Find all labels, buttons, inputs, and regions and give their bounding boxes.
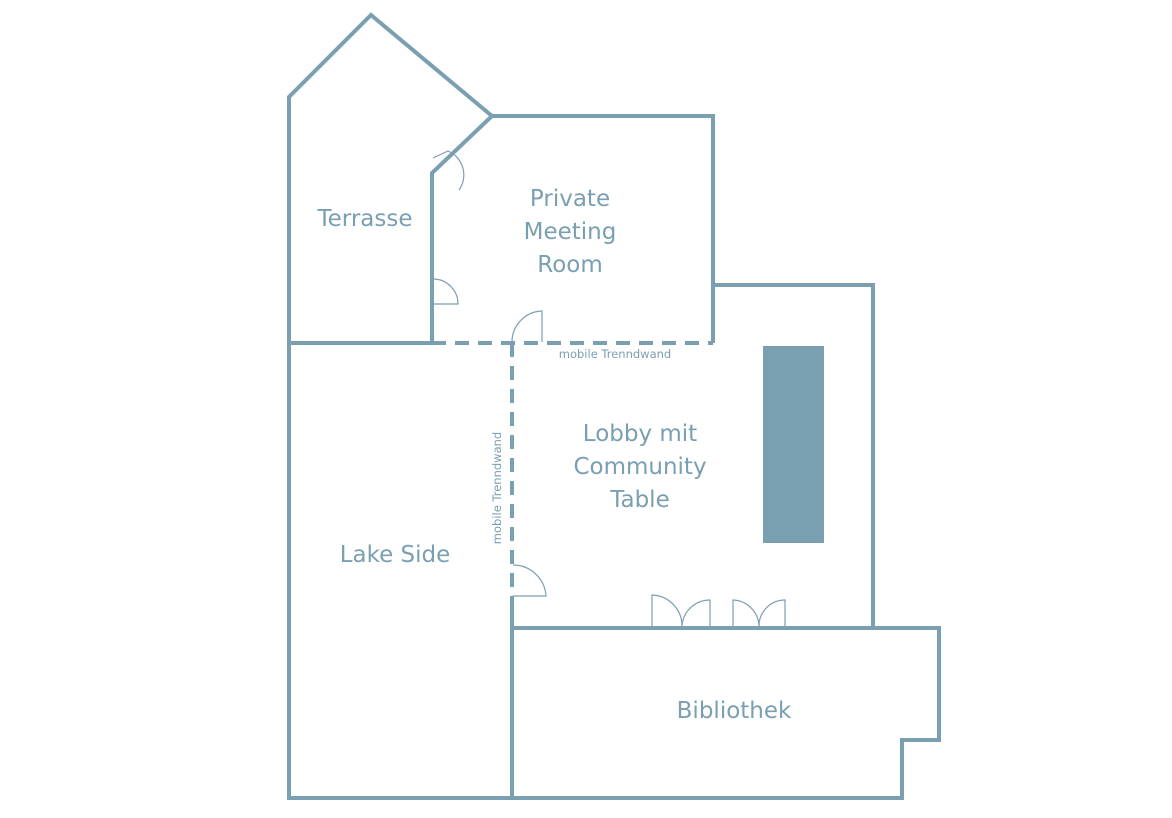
community-table-block	[763, 346, 824, 543]
door-meeting-room	[511, 310, 543, 343]
door-terrasse-lower	[432, 278, 459, 305]
partition-label-horizontal: mobile Trenndwand	[559, 347, 671, 361]
door-terrasse-upper	[432, 150, 465, 191]
room-label-terrasse: Terrasse	[316, 206, 412, 232]
double-door-bibliothek-left	[651, 594, 711, 627]
room-label-lake-side: Lake Side	[340, 542, 451, 568]
terrasse-meeting-wall	[430, 114, 494, 343]
outer-wall	[287, 12, 941, 800]
room-label-private-meeting-1: Private	[530, 186, 610, 212]
room-label-lobby-1: Lobby mit	[583, 421, 697, 447]
room-label-private-meeting-2: Meeting	[524, 219, 617, 245]
double-door-bibliothek-right	[732, 599, 786, 627]
room-label-lobby-3: Table	[609, 487, 669, 513]
room-label-lobby-2: Community	[573, 454, 706, 480]
door-lake-side	[512, 564, 547, 597]
room-label-private-meeting-3: Room	[537, 252, 603, 278]
partition-label-vertical: mobile Trenndwand	[490, 432, 504, 544]
room-label-bibliothek: Bibliothek	[677, 698, 792, 724]
